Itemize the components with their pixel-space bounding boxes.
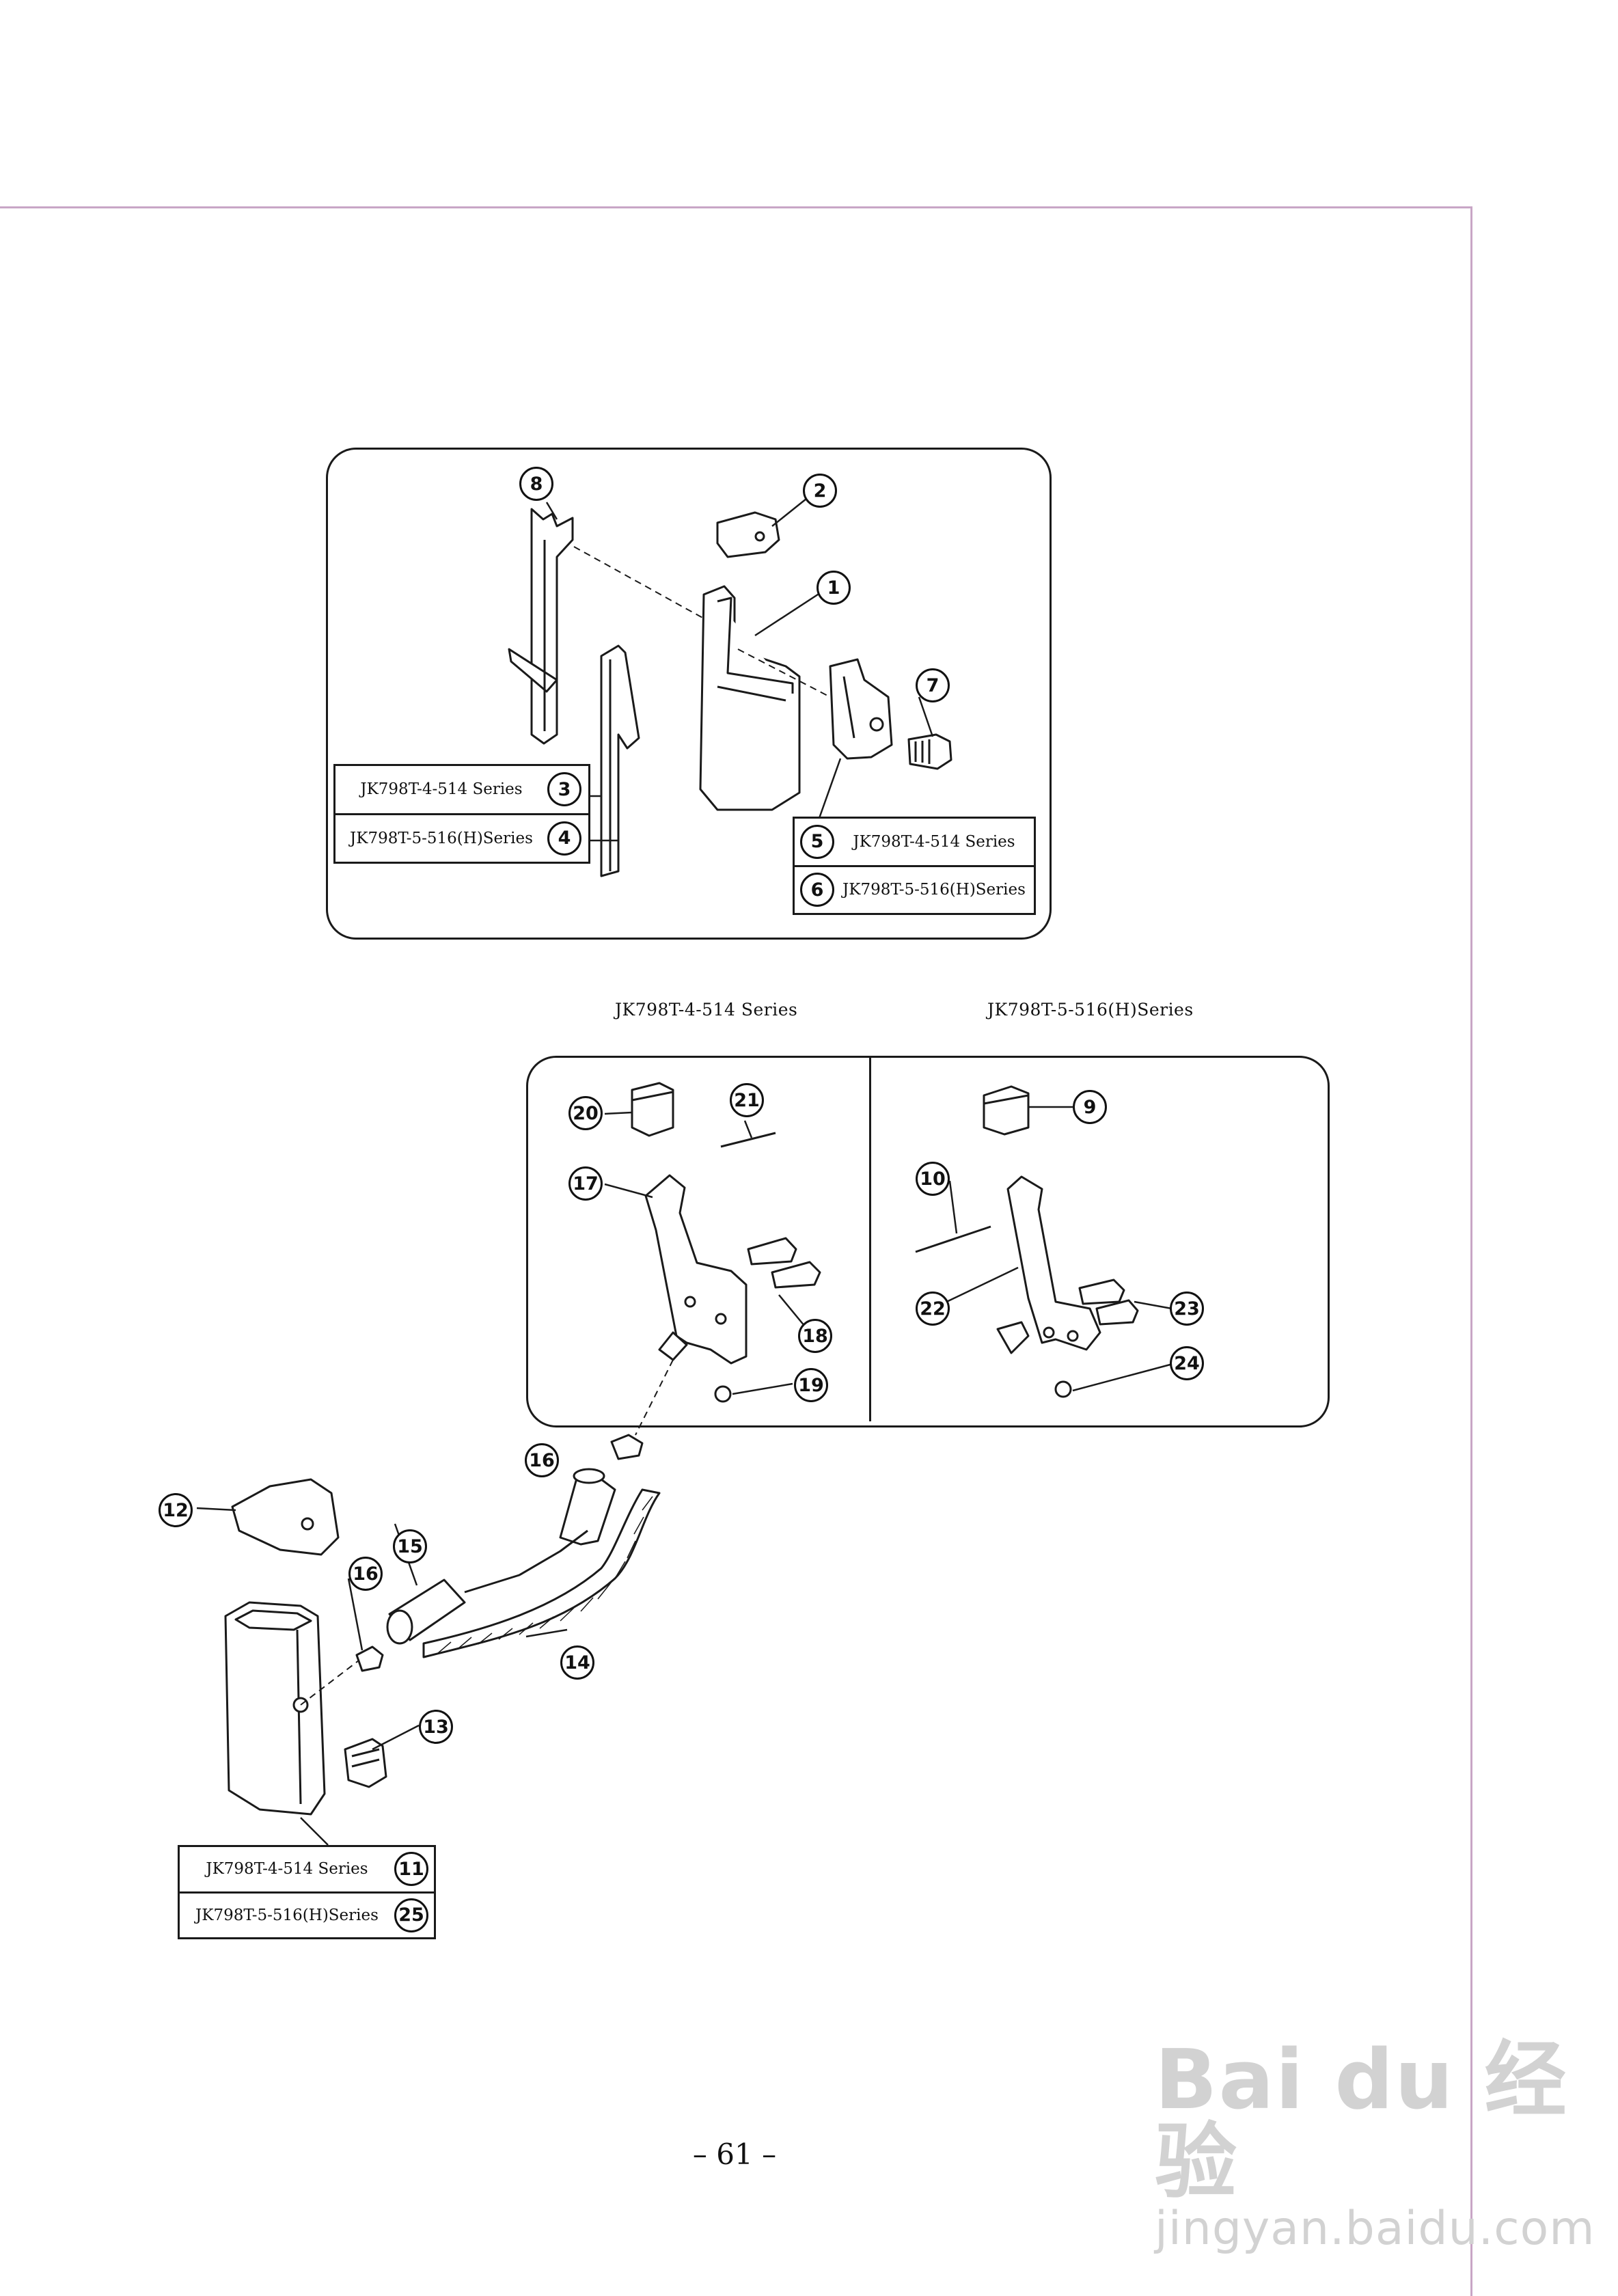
part-8-drawing — [508, 508, 574, 745]
callout-14: 14 — [560, 1645, 594, 1680]
watermark-brand: Bai du 经验 — [1155, 2033, 1568, 2210]
part-16-top-drawing — [610, 1434, 644, 1460]
part-16-left-drawing — [355, 1645, 384, 1672]
callout-21: 21 — [730, 1083, 764, 1117]
part-5-6-drawing — [829, 658, 893, 760]
part-22-drawing — [996, 1175, 1101, 1354]
watermark-url: jingyan.baidu.com — [1155, 2202, 1595, 2256]
callout-10: 10 — [916, 1162, 950, 1196]
callout-16-left: 16 — [348, 1557, 383, 1591]
part-19-drawing — [714, 1385, 732, 1403]
part-7-drawing — [907, 733, 952, 770]
callout-20: 20 — [568, 1096, 603, 1130]
bottom-panel-divider — [869, 1058, 871, 1421]
part-17-drawing — [644, 1174, 748, 1365]
callout-22: 22 — [916, 1292, 950, 1326]
part-15b-drawing — [386, 1578, 466, 1645]
tube-drawing — [464, 1529, 588, 1594]
part-12-drawing — [231, 1478, 340, 1556]
callout-18: 18 — [798, 1319, 832, 1353]
callout-8: 8 — [519, 467, 553, 501]
part-1-drawing — [699, 585, 801, 811]
page-frame-right — [1470, 206, 1472, 2296]
caption-4-514: JK798T-4-514 Series — [615, 1000, 798, 1020]
callout-23: 23 — [1170, 1292, 1204, 1326]
part-20-drawing — [631, 1082, 674, 1137]
callout-19: 19 — [794, 1368, 828, 1402]
callout-15: 15 — [393, 1529, 427, 1563]
part-3-4-drawing — [600, 644, 640, 877]
callout-2: 2 — [803, 474, 837, 508]
part-18-drawing — [747, 1237, 821, 1289]
part-15-drawing — [559, 1468, 616, 1546]
page-number: – 61 – — [692, 2137, 777, 2171]
part-14-drawing — [422, 1488, 661, 1658]
part-10-drawing — [915, 1225, 991, 1253]
caption-5-516h: JK798T-5-516(H)Series — [987, 1000, 1194, 1020]
page-frame-top — [0, 206, 1472, 208]
part-2-drawing — [716, 511, 780, 558]
callout-9: 9 — [1073, 1090, 1107, 1124]
callout-24: 24 — [1170, 1346, 1204, 1380]
part-13-drawing — [344, 1738, 387, 1788]
callout-1: 1 — [817, 571, 851, 605]
callout-17: 17 — [568, 1166, 603, 1201]
part-23-drawing — [1078, 1279, 1139, 1326]
callout-12: 12 — [159, 1493, 193, 1527]
callout-16-top: 16 — [525, 1443, 559, 1477]
callout-13: 13 — [419, 1710, 453, 1744]
baidu-watermark: Bai du 经验 jingyan.baidu.com — [1155, 2040, 1618, 2255]
callout-7: 7 — [916, 668, 950, 702]
part-11-25-drawing — [224, 1601, 326, 1816]
part-24-drawing — [1054, 1380, 1072, 1398]
part-9-drawing — [983, 1085, 1030, 1136]
part-21-drawing — [720, 1132, 776, 1148]
